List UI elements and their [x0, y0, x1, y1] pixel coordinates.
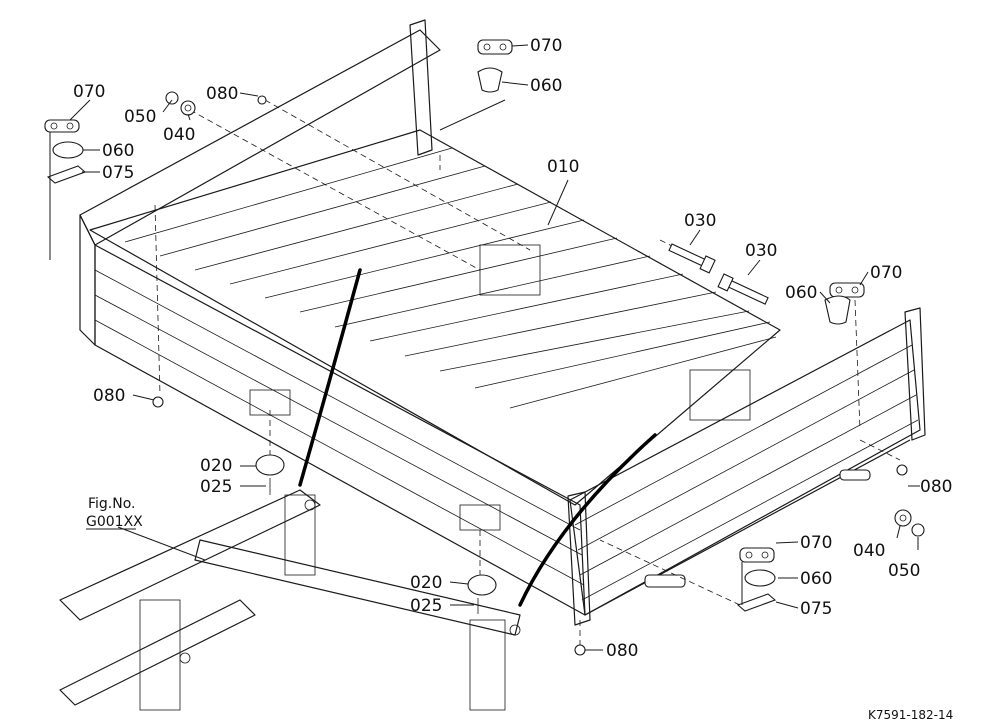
cargo-bed-010	[79, 19, 926, 626]
hook-070-top-left	[44, 119, 80, 133]
reference-figure-number: G001XX	[86, 514, 143, 530]
alignment-line-right	[518, 433, 657, 607]
tailgate-handle-left	[644, 574, 686, 588]
hook-070-right	[829, 282, 865, 298]
frame-bolt-hole	[179, 652, 191, 664]
vehicle-frame-reference	[59, 489, 521, 711]
callout-070-top-left: 070	[73, 82, 105, 102]
callout-075-top-left: 075	[102, 163, 134, 183]
callout-070-bottom: 070	[800, 533, 832, 553]
callout-070-right: 070	[870, 263, 902, 283]
plate-075-bottom	[736, 593, 777, 612]
frame-crossmember-top	[59, 489, 321, 621]
callout-040-top: 040	[163, 125, 195, 145]
callout-060-top: 060	[530, 76, 562, 96]
callout-010: 010	[547, 157, 579, 177]
tailgate-bottom-rail	[584, 439, 911, 616]
callout-080-bottom: 080	[606, 641, 638, 661]
clip-080-bottom	[574, 644, 586, 656]
callout-075-bottom: 075	[800, 599, 832, 619]
d-ring-060-bottom	[744, 569, 776, 587]
bolt-030-upper	[668, 243, 716, 274]
bed-floor	[89, 129, 781, 506]
callout-020-left: 020	[200, 456, 232, 476]
frame-upright-front	[139, 599, 181, 711]
figure-code: K7591-182-14	[868, 708, 953, 722]
callout-025-right: 025	[410, 596, 442, 616]
callout-080-left: 080	[93, 386, 125, 406]
bed-floor-ribs	[124, 147, 777, 409]
tailgate-panel	[569, 319, 921, 616]
hook-070-bottom	[739, 547, 775, 563]
callout-025-left: 025	[200, 477, 232, 497]
frame-upright-right	[469, 619, 506, 711]
callout-080-right: 080	[920, 477, 952, 497]
pad-020-left	[255, 454, 285, 476]
clip-080-top	[257, 95, 267, 105]
floor-bracket-front	[689, 369, 751, 421]
tailgate-corner-post	[567, 491, 591, 626]
callout-030-lower: 030	[745, 241, 777, 261]
bed-rear-rail	[79, 29, 441, 246]
washer-040-bottom	[894, 509, 912, 527]
hook-assembly-right	[824, 282, 865, 325]
bed-rear-corner-post	[79, 214, 96, 346]
callout-labels: 070 060 070 060 075 050 040 080 010 030 …	[73, 36, 952, 661]
washer-040-top	[180, 100, 196, 116]
hinge-bracket-right	[459, 504, 501, 531]
callout-030-upper: 030	[684, 211, 716, 231]
hook-assembly-top	[439, 39, 513, 131]
frame-pivot-right	[509, 624, 521, 636]
callout-020-right: 020	[410, 573, 442, 593]
callout-070-top: 070	[530, 36, 562, 56]
callout-060-bottom: 060	[800, 569, 832, 589]
clip-080-right	[896, 464, 908, 476]
d-ring-060-top	[477, 67, 503, 93]
callout-050-bottom: 050	[888, 561, 920, 581]
d-ring-060-top-left	[52, 141, 84, 159]
alignment-line-left	[298, 268, 362, 487]
clip-080-left	[152, 396, 164, 408]
reference-figure-label: Fig.No.	[88, 496, 136, 512]
plate-075-top-left	[46, 165, 87, 184]
callout-050-top: 050	[124, 107, 156, 127]
d-ring-060-right	[824, 295, 851, 325]
callout-080-top: 080	[206, 84, 238, 104]
bed-side-panel-ribs	[94, 269, 585, 586]
bolt-030-lower	[717, 273, 769, 305]
callout-060-right: 060	[785, 283, 817, 303]
nut-050-bottom	[911, 523, 925, 537]
leader-lines	[69, 44, 920, 651]
frame-pivot-left	[304, 499, 316, 511]
tailgate-post	[904, 307, 926, 441]
bed-side-panel	[94, 244, 586, 616]
hook-070-top	[477, 39, 513, 55]
rear-gate-post	[409, 19, 433, 156]
callout-060-top-left: 060	[102, 141, 134, 161]
nut-050-top	[165, 91, 179, 105]
hook-assembly-top-left	[44, 119, 87, 260]
tailgate-handle-right	[839, 469, 871, 481]
hook-assembly-bottom	[736, 547, 777, 612]
assembly-guide-lines	[154, 99, 901, 645]
frame-upright-left	[284, 494, 316, 576]
callout-040-bottom: 040	[853, 541, 885, 561]
pad-020-right	[467, 574, 497, 596]
